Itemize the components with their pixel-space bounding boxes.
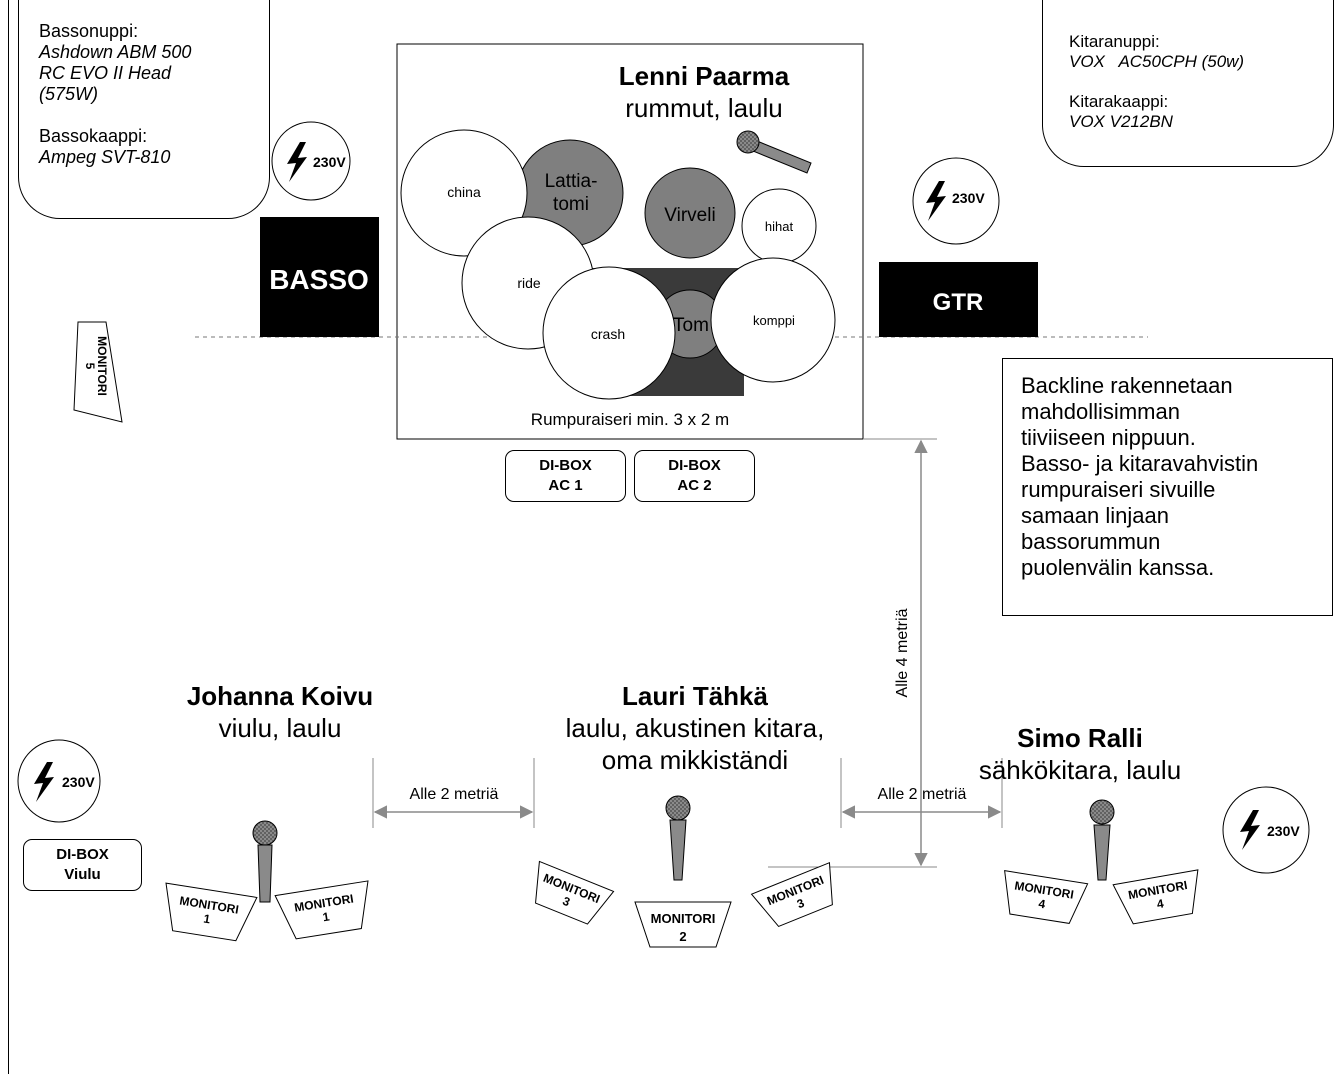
bass-amp [260, 217, 379, 337]
monitor-3-right: MONITORI 3 [750, 862, 833, 928]
power-outlet-violin [17, 739, 101, 823]
monitor-1-right: MONITORI 1 [274, 880, 369, 940]
drum-tom-label: Tom [673, 315, 709, 336]
drum-floor-tom-label-2: tomi [553, 194, 589, 215]
drummer-role: rummut, laulu [625, 93, 783, 123]
drum-ride-label: ride [517, 275, 541, 291]
drum-snare-label: Virveli [664, 205, 715, 226]
microphone-johanna [252, 820, 278, 903]
monitor-2: MONITORI 2 [634, 901, 732, 948]
drum-hihat-label: hihat [765, 219, 794, 234]
dimension-label-vertical: Alle 4 metriä [894, 608, 911, 697]
power-label-guitar-2: 230V [1267, 823, 1300, 839]
power-outlet-guitar-2 [1222, 786, 1310, 874]
drum-china [400, 129, 528, 257]
drum-crash-label: crash [591, 326, 625, 342]
svg-text:3: 3 [561, 894, 573, 910]
drum-kick-label: komppi [753, 313, 795, 328]
guitar-amp-label: GTR [933, 289, 984, 316]
svg-text:MONITORI: MONITORI [95, 336, 109, 396]
musician-simo-name: Simo Ralli [1017, 723, 1143, 753]
backline-line-6: samaan linjaan [1021, 503, 1169, 528]
musician-johanna-name: Johanna Koivu [186, 681, 374, 711]
bass-amp-label: BASSO [269, 264, 369, 295]
musician-lauri-name: Lauri Tähkä [622, 681, 768, 711]
guitar-amp: VOX AC50CPH (50w) [1069, 52, 1245, 71]
backline-note: Backline rakennetaan mahdollisimman tiiv… [1002, 358, 1333, 616]
monitor-4-right: MONITORI 4 [1112, 869, 1199, 925]
guitar-amp-title: Kitaranuppi: [1069, 32, 1160, 51]
drum-floor-tom-label-1: Lattia- [545, 171, 598, 192]
svg-text:1: 1 [203, 911, 212, 926]
page-border [8, 0, 9, 1074]
musician-simo: Simo Ralli sähkökitara, laulu [930, 722, 1230, 786]
power-outlet-bass [271, 121, 351, 201]
backline-line-8: puolenvälin kanssa. [1021, 555, 1215, 580]
musician-johanna: Johanna Koivu viulu, laulu [130, 680, 430, 744]
microphone-simo [1089, 799, 1115, 881]
backline-line-7: bassorummun [1021, 529, 1161, 554]
drum-crash [542, 266, 676, 400]
monitor-5: MONITORI 5 [73, 321, 123, 423]
bass-amp-line-1: Ashdown ABM 500 [39, 42, 192, 62]
drum-riser-label: Rumpuraiseri min. 3 x 2 m [531, 410, 729, 429]
guitar-cab: VOX V212BN [1069, 112, 1173, 131]
power-outlet-guitar [912, 157, 1000, 245]
musician-simo-role: sähkökitara, laulu [978, 755, 1182, 785]
guitar-rig-note: Kitaranuppi: VOX AC50CPH (50w) Kitarakaa… [1042, 0, 1334, 167]
drummer-header: Lenni Paarma rummut, laulu [556, 60, 852, 124]
backline-line-4: Basso- ja kitaravahvistin [1021, 451, 1259, 476]
bass-amp-title: Bassonuppi: [39, 21, 139, 41]
guitar-cab-title: Kitarakaappi: [1069, 92, 1169, 111]
bass-cab-title: Bassokaappi: [39, 126, 148, 146]
svg-text:2: 2 [679, 929, 686, 944]
musician-lauri-role-2: oma mikkiständi [601, 745, 789, 775]
drummer-name: Lenni Paarma [618, 61, 790, 91]
svg-text:1: 1 [322, 909, 331, 924]
monitor-3-left: MONITORI 3 [535, 860, 615, 925]
dimension-label-right: Alle 2 metriä [878, 786, 967, 803]
musician-lauri: Lauri Tähkä laulu, akustinen kitara, oma… [515, 680, 875, 776]
power-label-violin: 230V [62, 774, 95, 790]
drum-china-label: china [447, 184, 481, 200]
drummer-microphone [736, 130, 812, 174]
guitar-amp [879, 262, 1038, 337]
microphone-lauri [665, 795, 691, 881]
svg-text:MONITORI: MONITORI [651, 911, 716, 926]
svg-text:4: 4 [1156, 896, 1165, 911]
backline-line-3: tiiviiseen nippuun. [1021, 425, 1196, 450]
bass-amp-line-3: (575W) [39, 84, 99, 104]
monitor-4-left: MONITORI 4 [1004, 870, 1089, 924]
svg-text:3: 3 [795, 896, 807, 912]
dimension-label-left: Alle 2 metriä [410, 786, 499, 803]
drum-snare [644, 167, 736, 259]
monitor-1-left: MONITORI 1 [165, 882, 258, 942]
bass-cab: Ampeg SVT-810 [39, 147, 171, 167]
power-label-bass: 230V [313, 154, 346, 170]
backline-line-1: Backline rakennetaan [1021, 373, 1233, 398]
drum-kick [710, 257, 836, 383]
svg-text:4: 4 [1038, 896, 1047, 911]
backline-line-5: rumpuraiseri sivuille [1021, 477, 1216, 502]
svg-text:5: 5 [83, 363, 97, 370]
bass-rig-note: Bassonuppi: Ashdown ABM 500 RC EVO II He… [18, 0, 270, 219]
backline-line-2: mahdollisimman [1021, 399, 1180, 424]
musician-lauri-role-1: laulu, akustinen kitara, [565, 713, 825, 743]
bass-amp-line-2: RC EVO II Head [39, 63, 172, 83]
power-label-guitar: 230V [952, 190, 985, 206]
musician-johanna-role: viulu, laulu [218, 713, 342, 743]
